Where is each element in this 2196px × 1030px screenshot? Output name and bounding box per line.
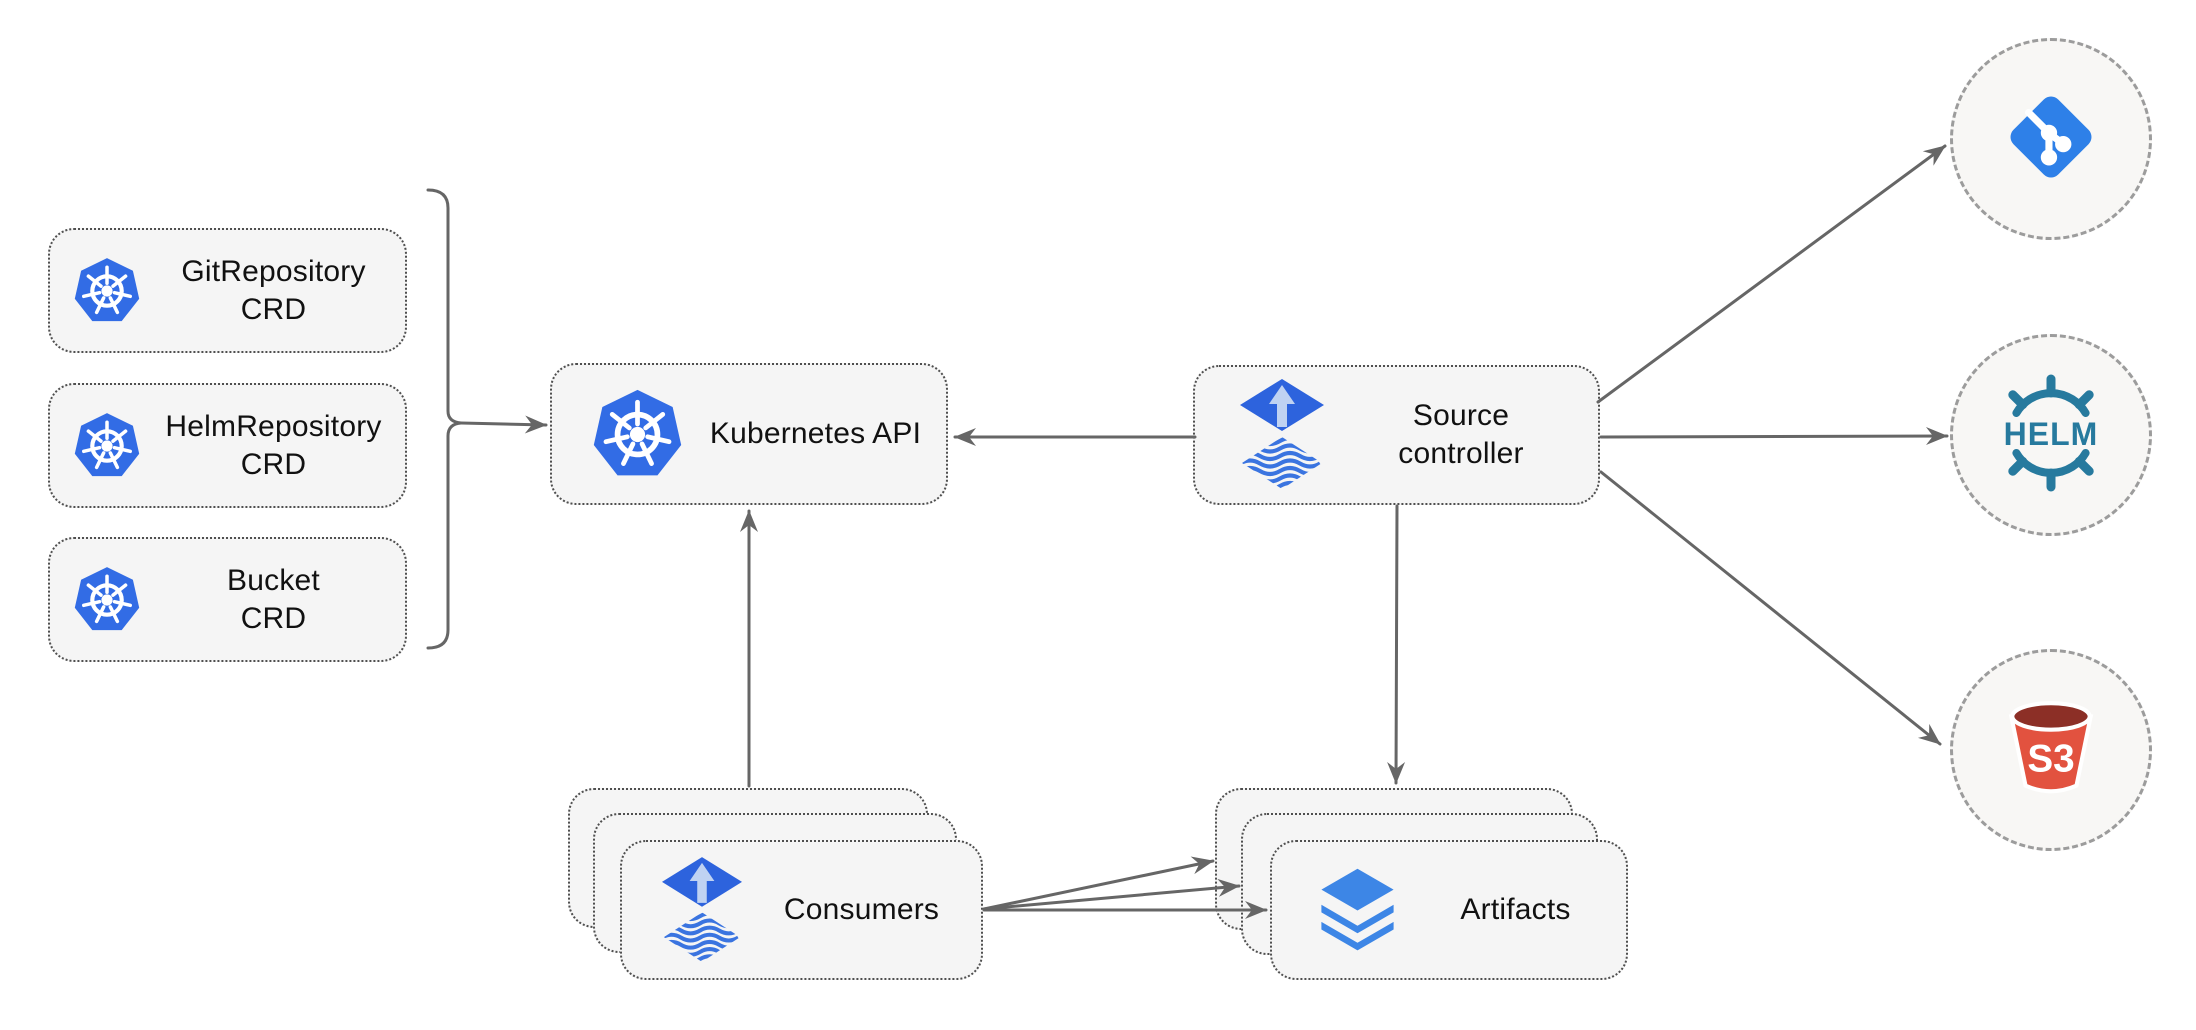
node-git-repository-crd: GitRepository CRD <box>48 228 407 353</box>
edge-source-controller-to-git <box>1596 144 1947 404</box>
git-icon <box>2000 86 2102 193</box>
node-label: GitRepository CRD <box>181 254 366 326</box>
helm-icon: HELM <box>1981 371 2121 500</box>
kubernetes-icon <box>72 565 142 635</box>
node-label: Kubernetes API <box>709 417 922 450</box>
flux-icon <box>1240 379 1324 491</box>
edge-bracket-to-kubernetes-api <box>459 415 548 434</box>
node-source-controller: Source controller <box>1193 365 1600 505</box>
edge-source-controller-to-helm <box>1599 427 1949 446</box>
flux-icon <box>662 856 742 964</box>
node-git-source <box>1950 38 2152 240</box>
node-helm-source: HELM <box>1950 334 2152 536</box>
node-label: HelmRepository CRD <box>165 409 382 481</box>
kubernetes-icon <box>72 411 142 481</box>
node-kubernetes-api: Kubernetes API <box>550 363 948 505</box>
node-helm-repository-crd: HelmRepository CRD <box>48 383 407 508</box>
layers-icon <box>1310 863 1405 958</box>
node-bucket-crd: Bucket CRD <box>48 537 407 662</box>
node-label: Consumers <box>783 893 940 926</box>
edge-source-controller-to-s3 <box>1599 470 1942 746</box>
edge-source-controller-to-artifacts <box>1387 504 1406 785</box>
node-label: Artifacts <box>1460 893 1571 926</box>
node-label: Bucket CRD <box>227 563 320 635</box>
helm-logo-text: HELM <box>2004 416 2099 452</box>
kubernetes-icon <box>590 387 685 482</box>
node-consumers: Consumers <box>620 840 983 980</box>
s3-logo-text: S3 <box>2027 737 2074 780</box>
crd-group-bracket <box>426 188 462 650</box>
node-label: Source controller <box>1398 399 1524 470</box>
node-s3-source: S3 <box>1950 649 2152 851</box>
kubernetes-icon <box>72 256 142 326</box>
edge-consumers-to-artifacts-1 <box>982 856 1215 911</box>
edge-consumers-to-artifacts-2 <box>982 878 1241 911</box>
s3-bucket-icon: S3 <box>1995 692 2107 809</box>
node-artifacts: Artifacts <box>1270 840 1628 980</box>
